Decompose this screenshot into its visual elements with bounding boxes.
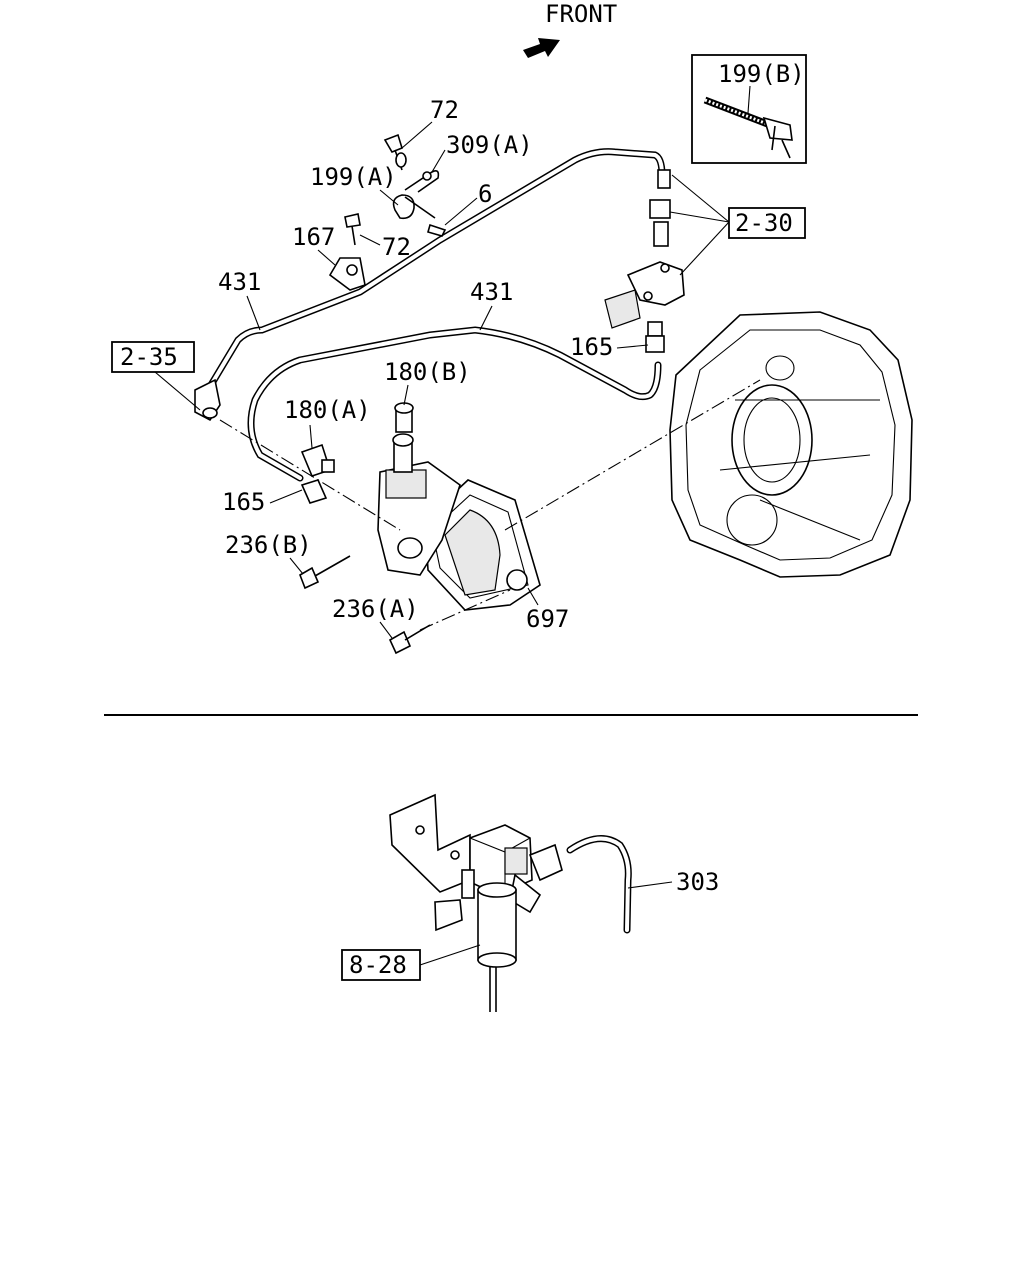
- clamp-199a: [392, 194, 436, 220]
- front-label: FRONT: [545, 0, 617, 28]
- callout-431-left: 431: [218, 268, 261, 296]
- inset-box-199b: [691, 54, 807, 164]
- callout-309a: 309(A): [446, 131, 533, 159]
- callout-236b: 236(B): [225, 531, 312, 559]
- valve-body: [434, 824, 563, 932]
- valve-bracket: [389, 793, 471, 893]
- master-cylinder: [377, 433, 461, 576]
- callout-6: 6: [478, 180, 492, 208]
- elbow-fitting: [194, 378, 221, 422]
- reference-2-35[interactable]: 2-35: [111, 341, 195, 373]
- front-arrow-icon: [523, 38, 560, 58]
- reference-2-30-label: 2-30: [735, 209, 793, 237]
- fitting-165-lower: [300, 479, 328, 504]
- callout-180b: 180(B): [384, 358, 471, 386]
- bolt-236a: [388, 624, 431, 655]
- switch-cylinder-8-28: [477, 882, 517, 1012]
- tube-431-lower: [247, 326, 662, 482]
- clip-309a: [404, 170, 440, 193]
- bolt-72-lower: [344, 213, 361, 246]
- fitting-165-upper: [645, 321, 665, 353]
- reference-8-28[interactable]: 8-28: [341, 949, 421, 981]
- tube-431-upper: [201, 148, 666, 399]
- callout-697: 697: [526, 605, 569, 633]
- callout-165-upper: 165: [570, 333, 613, 361]
- connector-upper-right: [649, 169, 671, 247]
- hose-303: [566, 835, 632, 934]
- reference-2-35-label: 2-35: [120, 343, 178, 371]
- callout-167: 167: [292, 223, 335, 251]
- bolt-236b: [299, 555, 351, 590]
- callout-72-lower: 72: [382, 233, 411, 261]
- callout-431-right: 431: [470, 278, 513, 306]
- callout-72-upper: 72: [430, 96, 459, 124]
- clutch-actuator-697: [424, 479, 541, 611]
- callout-236a: 236(A): [332, 595, 419, 623]
- bracket-167: [328, 257, 366, 291]
- reference-2-30[interactable]: 2-30: [728, 207, 806, 239]
- callout-180a: 180(A): [284, 396, 371, 424]
- callout-199a: 199(A): [310, 163, 397, 191]
- valve-2-30: [604, 261, 685, 329]
- reference-8-28-label: 8-28: [349, 951, 407, 979]
- fitting-180b: [394, 402, 414, 433]
- clutch-housing: [669, 311, 913, 578]
- pin-6: [427, 223, 447, 237]
- callout-303: 303: [676, 868, 719, 896]
- cable-tie-part: [703, 96, 793, 159]
- callout-165-lower: 165: [222, 488, 265, 516]
- fitting-180a: [300, 443, 335, 477]
- callout-199b: 199(B): [718, 60, 805, 88]
